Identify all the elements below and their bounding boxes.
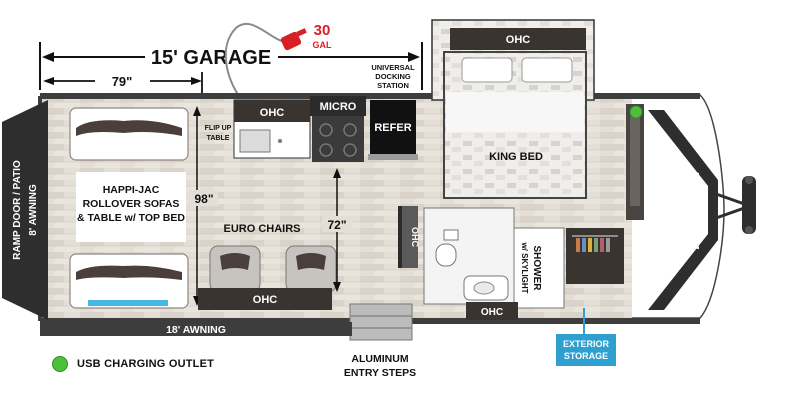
usb-legend-icon — [52, 356, 68, 372]
usb-legend-label: USB CHARGING OUTLET — [77, 358, 215, 370]
exterior-storage: EXTERIOR STORAGE — [556, 308, 616, 366]
side-awning: 18' AWNING — [40, 322, 352, 336]
king-bed-label: KING BED — [489, 151, 543, 163]
svg-text:STATION: STATION — [377, 81, 409, 90]
king-bed: KING BED — [443, 51, 587, 199]
entry-steps-label-2: ENTRY STEPS — [344, 367, 416, 379]
chairs-width-dimension: 72" — [322, 168, 352, 292]
svg-text:OHC: OHC — [506, 34, 531, 46]
tank-size: 30 — [314, 22, 331, 39]
dinette-ohc: OHC — [198, 288, 332, 310]
legend: USB CHARGING OUTLET — [52, 356, 214, 372]
garage-dimension: 15' GARAGE — [39, 42, 423, 90]
exterior-storage-label-2: STORAGE — [564, 351, 608, 361]
sofa-depth-label: 98" — [194, 192, 213, 206]
sofas-label: HAPPI-JAC ROLLOVER SOFAS & TABLE w/ TOP … — [76, 172, 186, 242]
svg-text:HAPPI-JAC: HAPPI-JAC — [103, 184, 160, 196]
entry-steps: ALUMINUM ENTRY STEPS — [344, 303, 416, 379]
garage-label: 15' GARAGE — [151, 47, 271, 69]
svg-text:OHC: OHC — [481, 307, 503, 318]
svg-text:TABLE: TABLE — [207, 135, 230, 142]
rollover-sofa-top — [69, 107, 189, 161]
entry-steps-label-1: ALUMINUM — [351, 353, 408, 365]
ramp-door-label: RAMP DOOR / PATIO — [12, 160, 23, 260]
euro-chairs: EURO CHAIRS — [209, 223, 337, 293]
awning-label: 18' AWNING — [166, 324, 226, 336]
usb-outlet-icon — [629, 105, 643, 119]
microwave-stove: MICRO — [310, 96, 366, 162]
rollover-sofa-bottom — [69, 253, 189, 309]
flip-table-label: FLIP UP TABLE — [205, 125, 232, 142]
tank-unit: GAL — [313, 40, 333, 50]
svg-text:FLIP UP: FLIP UP — [205, 125, 232, 132]
skylight-label: w/ SKYLIGHT — [520, 241, 529, 293]
garage-front-label: 79" — [112, 74, 133, 89]
euro-chairs-label: EURO CHAIRS — [223, 223, 300, 235]
wardrobe — [566, 228, 624, 284]
front-cap-graphic: MOMENTUM — [648, 110, 718, 310]
ramp-awning-label: 8' AWNING — [28, 184, 39, 236]
svg-text:DOCKING: DOCKING — [375, 72, 411, 81]
sofa-depth-dimension: 98" — [188, 106, 218, 306]
kitchen-ohc: OHC — [233, 99, 311, 159]
refrigerator-label: REFER — [374, 122, 411, 134]
chairs-width-label: 72" — [327, 218, 346, 232]
hitch — [714, 176, 756, 234]
svg-text:UNIVERSAL: UNIVERSAL — [371, 63, 415, 72]
garage-front-dimension: 79" — [43, 72, 203, 96]
fuel-station-icon: 30 GAL — [224, 22, 333, 101]
shower-label: SHOWER — [531, 246, 542, 292]
front-cabinet — [626, 104, 644, 220]
bathroom: SHOWER w/ SKYLIGHT OHC — [423, 207, 565, 320]
svg-text:& TABLE w/ TOP BED: & TABLE w/ TOP BED — [77, 212, 185, 224]
exterior-storage-label-1: EXTERIOR — [563, 339, 610, 349]
bath-ohc: OHC — [398, 206, 420, 268]
svg-text:OHC: OHC — [410, 227, 420, 248]
bedroom-ohc: OHC — [450, 28, 586, 50]
svg-text:ROLLOVER SOFAS: ROLLOVER SOFAS — [83, 198, 180, 210]
svg-text:OHC: OHC — [253, 294, 278, 306]
svg-text:OHC: OHC — [260, 107, 285, 119]
refrigerator: REFER — [368, 100, 418, 160]
microwave-label: MICRO — [320, 101, 357, 113]
docking-station-label: UNIVERSAL DOCKING STATION — [371, 63, 415, 90]
ramp-door: RAMP DOOR / PATIO 8' AWNING — [2, 100, 48, 320]
brand-logo: MOMENTUM — [687, 171, 702, 250]
